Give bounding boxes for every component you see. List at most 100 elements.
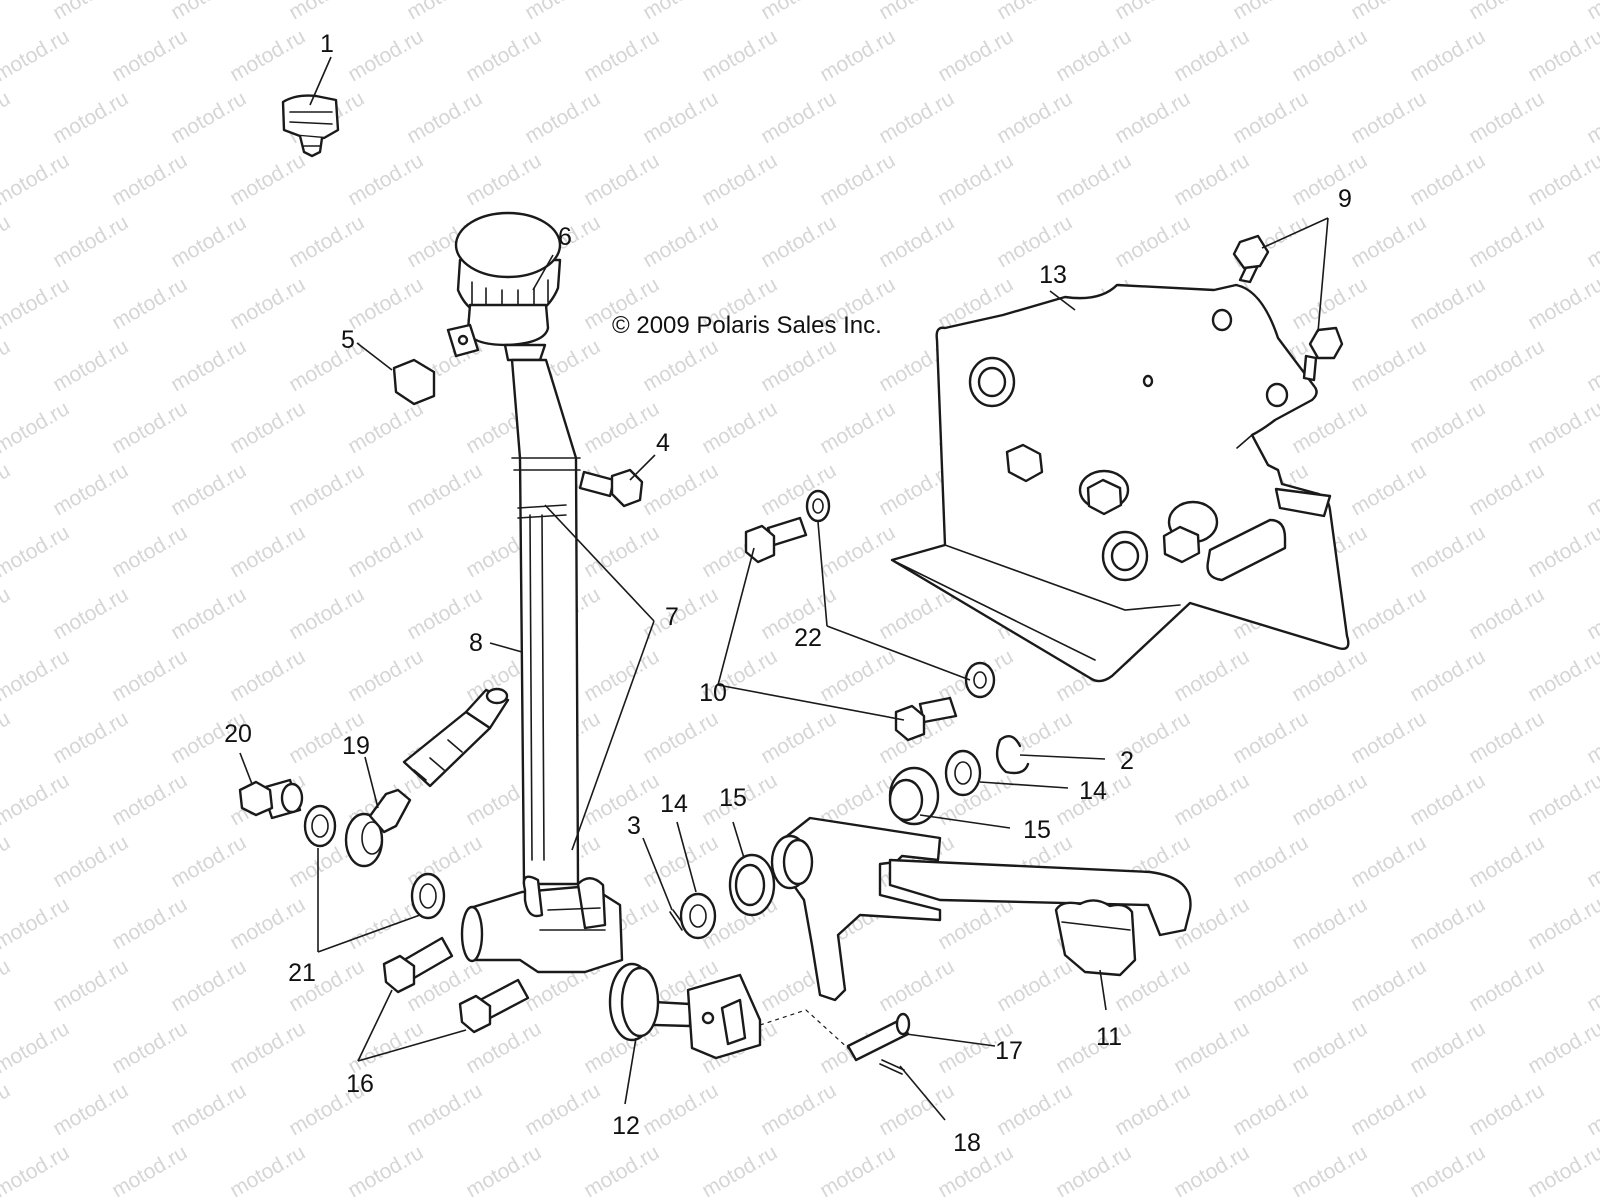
watermark-text: motod.ru [167,1079,250,1140]
callout-15-left: 15 [719,784,747,812]
watermark-text: motod.ru [1288,893,1371,954]
part-10-bolt-upper [744,516,808,564]
watermark-text: motod.ru [875,0,958,24]
callout-8: 8 [469,629,483,657]
watermark-text: motod.ru [0,1017,73,1078]
watermark-text: motod.ru [344,25,427,86]
watermark-text: motod.ru [108,769,191,830]
watermark-text: motod.ru [108,1017,191,1078]
part-22-washer-upper [805,489,831,523]
watermark-text: motod.ru [344,149,427,210]
callout-2: 2 [1120,747,1134,775]
watermark-text: motod.ru [816,1141,899,1200]
watermark-text: motod.ru [1229,955,1312,1016]
watermark-text: motod.ru [1465,459,1548,520]
watermark-text: motod.ru [49,211,132,272]
watermark-text: motod.ru [1465,955,1548,1016]
watermark-text: motod.ru [285,0,368,24]
watermark-text: motod.ru [344,273,427,334]
watermark-text: motod.ru [0,955,14,1016]
callout-19: 19 [342,732,370,760]
watermark-text: motod.ru [580,25,663,86]
watermark-text: motod.ru [580,645,663,706]
copyright-text: © 2009 Polaris Sales Inc. [612,312,882,339]
watermark-text: motod.ru [521,0,604,24]
watermark-text: motod.ru [344,521,427,582]
watermark-text: motod.ru [108,273,191,334]
watermark-text: motod.ru [0,769,73,830]
watermark-text: motod.ru [0,335,14,396]
watermark-text: motod.ru [1406,25,1489,86]
watermark-text: motod.ru [1347,211,1430,272]
callout-6: 6 [558,223,572,251]
watermark-text: motod.ru [1347,87,1430,148]
watermark-text: motod.ru [1465,211,1548,272]
callout-21: 21 [288,959,316,987]
watermark-text: motod.ru [1347,335,1430,396]
watermark-text: motod.ru [639,87,722,148]
part-13-bracket [890,283,1350,683]
watermark-text: motod.ru [1052,1141,1135,1200]
part-9-bolt-lower [1302,326,1344,382]
watermark-text: motod.ru [0,25,73,86]
callout-10: 10 [699,679,727,707]
watermark-text: motod.ru [0,459,14,520]
watermark-text: motod.ru [757,1079,840,1140]
watermark-text: motod.ru [639,583,722,644]
callout-9: 9 [1338,185,1352,213]
watermark-text: motod.ru [344,1141,427,1200]
watermark-text: motod.ru [1524,1017,1600,1078]
callout-12: 12 [612,1112,640,1140]
watermark-text: motod.ru [1229,831,1312,892]
watermark-text: motod.ru [403,459,486,520]
watermark-text: motod.ru [1229,0,1312,24]
watermark-text: motod.ru [0,397,73,458]
watermark-text: motod.ru [0,521,73,582]
watermark-text: motod.ru [1347,707,1430,768]
watermark-text: motod.ru [1583,583,1600,644]
watermark-text: motod.ru [1406,397,1489,458]
watermark-text: motod.ru [993,87,1076,148]
watermark-text: motod.ru [993,0,1076,24]
watermark-text: motod.ru [462,149,545,210]
watermark-text: motod.ru [934,149,1017,210]
watermark-text: motod.ru [1111,0,1194,24]
watermark-text: motod.ru [1406,1017,1489,1078]
watermark-text: motod.ru [462,25,545,86]
watermark-text: motod.ru [1524,397,1600,458]
watermark-text: motod.ru [0,583,14,644]
watermark-text: motod.ru [1052,1017,1135,1078]
part-14-washer-left [679,892,717,940]
watermark-text: motod.ru [1111,211,1194,272]
watermark-text: motod.ru [1111,87,1194,148]
watermark-text: motod.ru [0,1141,73,1200]
watermark-text: motod.ru [344,397,427,458]
watermark-text: motod.ru [0,645,73,706]
callout-4: 4 [656,429,670,457]
watermark-text: motod.ru [1170,769,1253,830]
watermark-text: motod.ru [0,0,14,24]
watermark-text: motod.ru [1524,769,1600,830]
part-16-bolt-lower [458,978,530,1034]
watermark-text: motod.ru [757,0,840,24]
watermark-text: motod.ru [167,211,250,272]
watermark-text: motod.ru [698,149,781,210]
watermark-text: motod.ru [1583,211,1600,272]
watermark-text: motod.ru [1288,273,1371,334]
callout-16: 16 [346,1070,374,1098]
watermark-text: motod.ru [1406,769,1489,830]
part-4-bolt [578,468,644,508]
watermark-text: motod.ru [226,1017,309,1078]
watermark-text: motod.ru [285,583,368,644]
watermark-text: motod.ru [1524,149,1600,210]
callout-17: 17 [995,1037,1023,1065]
watermark-text: motod.ru [108,645,191,706]
part-15-bushing-left [728,853,776,917]
watermark-text: motod.ru [698,25,781,86]
watermark-text: motod.ru [167,0,250,24]
watermark-text: motod.ru [1229,1079,1312,1140]
watermark-text: motod.ru [1170,1017,1253,1078]
watermark-text: motod.ru [1170,25,1253,86]
watermark-text: motod.ru [0,211,14,272]
